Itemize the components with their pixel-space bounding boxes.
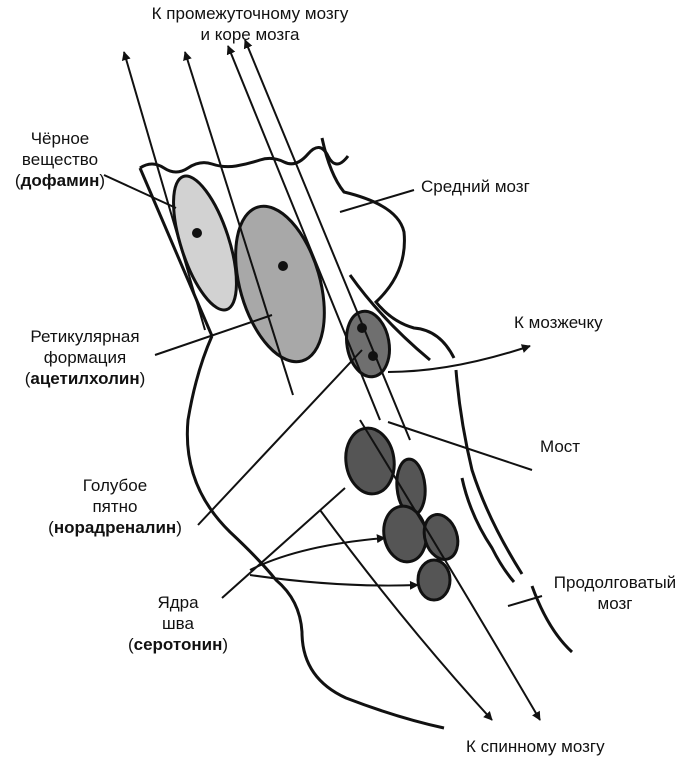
pons-text: Мост xyxy=(540,437,581,456)
cerebellar-ridge xyxy=(348,274,431,362)
substantia-nigra-line1: Чёрное xyxy=(30,129,90,148)
locus-line2: пятно xyxy=(92,497,138,516)
label-cerebellum: К мозжечку xyxy=(514,312,603,333)
label-substantia-nigra: Чёрное вещество (дофамин) xyxy=(0,128,120,191)
pathway-2 xyxy=(183,51,294,396)
label-top: К промежуточному мозгу и коре мозга xyxy=(100,3,400,45)
raphe-nt: серотонин xyxy=(133,635,223,654)
leader-locus xyxy=(197,349,363,526)
pathway-spinal-1 xyxy=(319,509,493,721)
medulla-right-outline xyxy=(530,585,574,654)
wavy-top-edge xyxy=(139,146,350,174)
label-medulla: Продолговатый мозг xyxy=(540,572,690,614)
medulla-line2: мозг xyxy=(597,594,633,613)
raphe-line1: Ядра xyxy=(157,593,199,612)
label-spinal-cord: К спинному мозгу xyxy=(466,736,605,757)
label-top-line1: К промежуточному мозгу xyxy=(151,4,349,23)
leader-pons xyxy=(387,421,533,471)
leader-reticular xyxy=(154,314,273,356)
locus-nt: норадреналин xyxy=(53,518,177,537)
reticular-line1: Ретикулярная xyxy=(30,327,140,346)
paren-close: ) xyxy=(99,171,106,190)
leader-medulla xyxy=(507,595,543,607)
leader-raphe xyxy=(221,487,346,599)
spinal-text: К спинному мозгу xyxy=(466,737,605,756)
label-reticular: Ретикулярная формация (ацетилхолин) xyxy=(0,326,170,389)
reticular-formation-nucleus xyxy=(234,204,326,364)
pathway-cerebellum xyxy=(387,344,531,373)
midbrain-text: Средний мозг xyxy=(421,177,530,196)
paren-open: ( xyxy=(14,171,21,190)
inner-medulla-line xyxy=(460,477,516,583)
reticular-line2: формация xyxy=(43,348,127,367)
raphe-nucleus-5 xyxy=(416,558,452,602)
pathway-spinal-2 xyxy=(359,419,541,721)
midbrain-outline xyxy=(320,137,456,359)
leader-substantia-nigra xyxy=(103,174,177,209)
medulla-line1: Продолговатый xyxy=(553,573,677,592)
nuclei xyxy=(172,174,460,602)
pons-left-outline xyxy=(185,335,445,730)
pathway-raphe-lower xyxy=(249,574,419,590)
leader-lines xyxy=(103,174,543,607)
substantia-nigra-nt: дофамин xyxy=(20,171,100,190)
label-top-line2: и коре мозга xyxy=(200,25,300,44)
label-locus-coeruleus: Голубое пятно (норадреналин) xyxy=(30,475,200,538)
label-pons: Мост xyxy=(540,436,580,457)
raphe-line2: шва xyxy=(162,614,194,633)
pathway-raphe-upper xyxy=(249,534,386,571)
leader-midbrain xyxy=(339,189,415,213)
pons-right-outline xyxy=(454,369,524,575)
substantia-nigra-line2: вещество xyxy=(21,150,99,169)
locus-line1: Голубое xyxy=(82,476,148,495)
label-raphe: Ядра шва (серотонин) xyxy=(118,592,238,655)
pathway-4 xyxy=(243,39,411,441)
pathway-1 xyxy=(121,51,206,331)
raphe-nucleus-4 xyxy=(422,513,460,561)
cerebellum-text: К мозжечку xyxy=(514,313,603,332)
reticular-nt: ацетилхолин xyxy=(30,369,140,388)
label-midbrain: Средний мозг xyxy=(421,176,530,197)
